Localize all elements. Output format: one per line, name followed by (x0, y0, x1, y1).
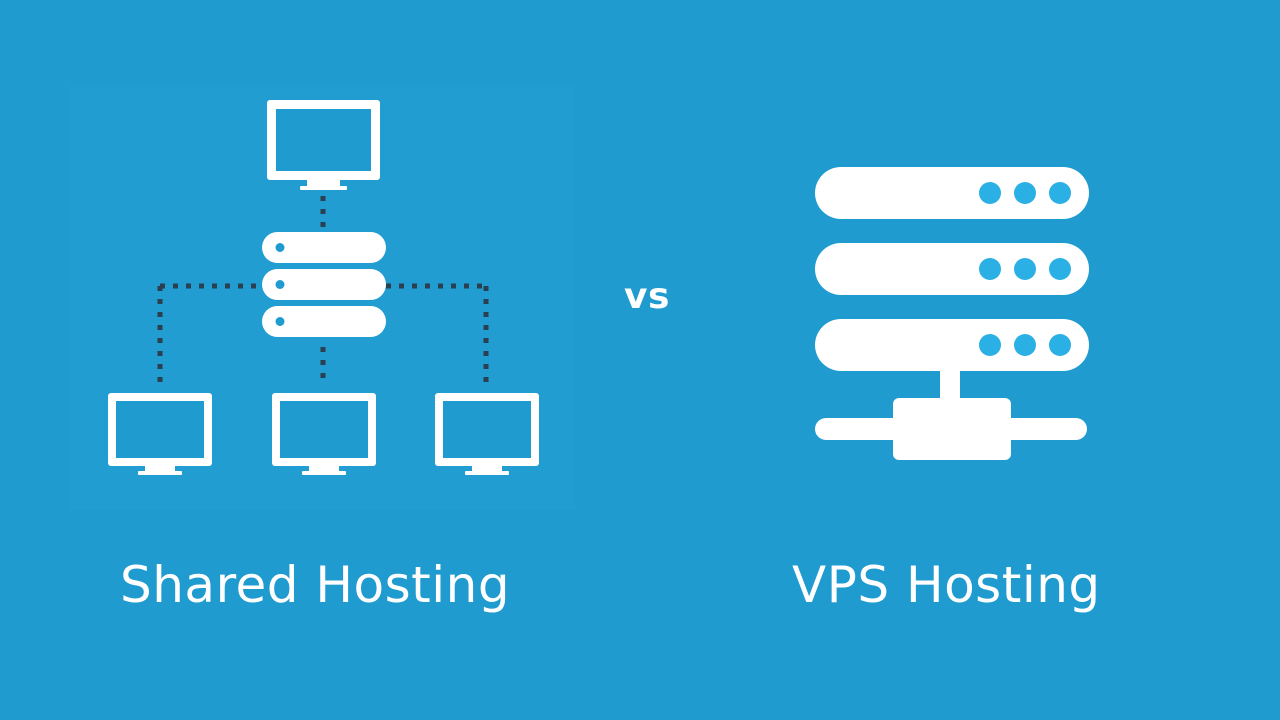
rack-led (979, 334, 1001, 356)
server-unit (262, 269, 386, 300)
server-stack-icon (262, 232, 386, 337)
hub-stem (940, 366, 960, 402)
rack-led (1014, 258, 1036, 280)
server-led (275, 280, 285, 289)
rack-led (1014, 182, 1036, 204)
shared-hosting-diagram (108, 100, 539, 475)
monitor-icon (108, 393, 212, 475)
rack-led (1049, 182, 1071, 204)
monitor-icon (435, 393, 539, 475)
rack-unit (815, 319, 1089, 371)
rack-led (1049, 258, 1071, 280)
monitor-icon (267, 100, 380, 190)
vs-label: vs (624, 276, 670, 317)
vps-hosting-title: VPS Hosting (792, 556, 1101, 614)
server-unit (262, 306, 386, 337)
server-rack-icon (815, 167, 1089, 371)
rack-led (1014, 334, 1036, 356)
rack-led (1049, 334, 1071, 356)
server-led (275, 243, 285, 252)
vps-hosting-diagram (815, 167, 1089, 460)
rack-led (979, 182, 1001, 204)
server-led (275, 317, 285, 326)
rack-led (979, 258, 1001, 280)
network-hub-icon (815, 366, 1087, 460)
dotted-connectors (157, 196, 489, 384)
monitor-icon (272, 393, 376, 475)
server-unit (262, 232, 386, 263)
shared-hosting-title: Shared Hosting (120, 556, 511, 614)
rack-unit (815, 167, 1089, 219)
rack-unit (815, 243, 1089, 295)
hub-box (893, 398, 1011, 460)
